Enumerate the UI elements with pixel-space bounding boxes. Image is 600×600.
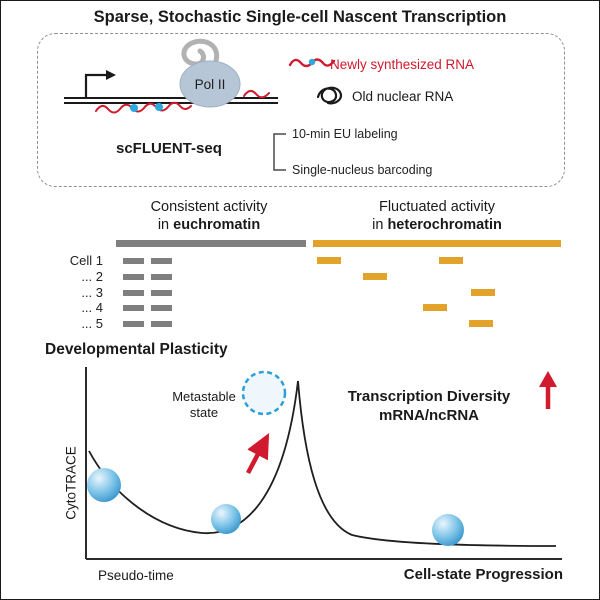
pol2-label: Pol II [195,77,226,92]
nascent-rna-squiggle-right [243,90,270,99]
cell-row-label: ... 2 [81,268,103,284]
eu-dash [123,305,144,312]
plasticity-curve [88,380,557,547]
cell-row-label: ... 3 [81,284,103,300]
cell-row-label: ... 5 [81,316,103,332]
eu-dash [123,321,144,328]
het-dash [363,272,387,280]
eu-dash [151,289,172,296]
heterochromatin-bar [313,240,561,247]
y-axis-label: CytoTRACE [63,446,79,520]
eu-dash [151,258,172,264]
eu-dash [123,273,144,280]
eu-dash [151,305,172,312]
eu-label-dot [155,103,163,111]
het-dash [423,304,447,312]
eu-dash [123,258,144,264]
eu-label-dot [130,104,138,112]
pol2-blob [179,60,241,108]
tss-arrowhead-icon [106,70,116,80]
increase-arrow-head [539,371,557,387]
heterochromatin-header-line2-prefix: in [372,217,388,233]
cell-row-label: ... 4 [81,300,103,316]
nascent-rna-squiggle [95,101,192,114]
euchromatin-header-line1: Consistent activity [150,199,268,215]
euchromatin-header-line2-bold: euchromatin [173,217,261,233]
x-axis-label-right: Cell-state Progression [403,566,563,583]
method-name: scFLUENT-seq [116,140,222,157]
eu-dash [151,273,172,280]
cell-ball-mid [211,504,241,534]
het-dash [471,288,495,296]
euchromatin-header-line2-prefix: in [157,217,174,233]
method-bracket [273,133,286,171]
cell-ball-late [432,514,464,546]
diversity-label-line1: Transcription Diversity [347,388,511,405]
plot-title: Developmental Plasticity [45,341,228,358]
cell-ball-early [87,468,121,502]
metastable-label: Metastable state [161,389,247,421]
diversity-label: Transcription Diversity mRNA/ncRNA [327,387,531,425]
eu-dash [123,289,144,296]
method-box: Pol II Newly synthesized RNA Old nuclear… [37,33,565,187]
heterochromatin-header-line1: Fluctuated activity [378,199,496,215]
het-dash [317,257,341,264]
heterochromatin-header: Fluctuated activity in heterochromatin [319,198,555,234]
cytotrace-plot [85,367,562,560]
metastable-state-circle [241,370,287,416]
metastable-label-line1: Metastable [172,389,236,404]
figure-title: Sparse, Stochastic Single-cell Nascent T… [93,8,507,26]
cell-row-label: Cell 1 [69,253,103,268]
eu-dash [151,321,172,328]
transcription-schematic: Pol II [64,38,343,171]
heterochromatin-header-line2-bold: heterochromatin [387,217,502,233]
legend-old-rna-label: Old nuclear RNA [352,89,454,104]
x-axis-label-left: Pseudo-time [98,568,174,583]
euchromatin-bar [116,240,306,247]
het-dash [439,257,463,264]
diversity-label-line2: mRNA/ncRNA [378,407,479,424]
old-rna-thread [181,38,219,69]
transition-arrow-icon [246,433,270,475]
method-step-1: 10-min EU labeling [292,127,398,141]
old-rna-legend-icon [316,86,343,105]
euchromatin-header: Consistent activity in euchromatin [109,198,309,234]
increase-arrow-icon [539,371,557,409]
method-step-2: Single-nucleus barcoding [292,163,433,177]
tss-arrow [84,73,106,98]
legend-new-rna-label: Newly synthesized RNA [330,57,475,72]
new-rna-legend-dot [308,58,316,66]
metastable-label-line2: state [189,405,219,420]
het-dash [469,320,493,328]
